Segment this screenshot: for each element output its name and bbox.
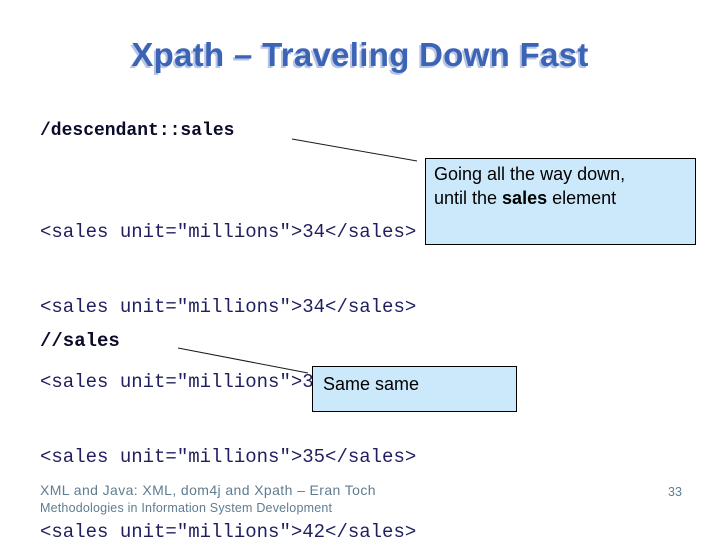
xpath-expression-descendant: /descendant::sales: [40, 121, 235, 141]
xml-code-line: <sales unit="millions">35</sales>: [40, 446, 417, 468]
xml-code-line: <sales unit="millions">34</sales>: [40, 221, 417, 243]
xml-code-block: <sales unit="millions">34</sales> <sales…: [40, 170, 416, 540]
callout-same-same-text: Same same: [323, 374, 420, 394]
callout-same-same: Same same: [312, 366, 517, 412]
callout-going-down-line2: until the sales element: [434, 188, 617, 208]
connector-line-descendant-callout: [291, 138, 418, 162]
footer-department: Methodologies in Information System Deve…: [40, 501, 333, 515]
slide-title: Xpath – Traveling Down Fast: [131, 36, 589, 73]
xpath-expression-anywhere: //sales: [40, 330, 120, 352]
footer-course-title: XML and Java: XML, dom4j and Xpath – Era…: [40, 482, 376, 498]
xml-code-line: <sales unit="millions">34</sales>: [40, 296, 417, 318]
slide-page-number: 33: [668, 485, 682, 499]
callout-bold-sales: sales: [502, 188, 548, 208]
callout-going-down: Going all the way down, until the sales …: [425, 158, 696, 245]
callout-going-down-line1: Going all the way down,: [434, 164, 626, 184]
xml-code-line: <sales unit="millions">42</sales>: [40, 521, 417, 540]
